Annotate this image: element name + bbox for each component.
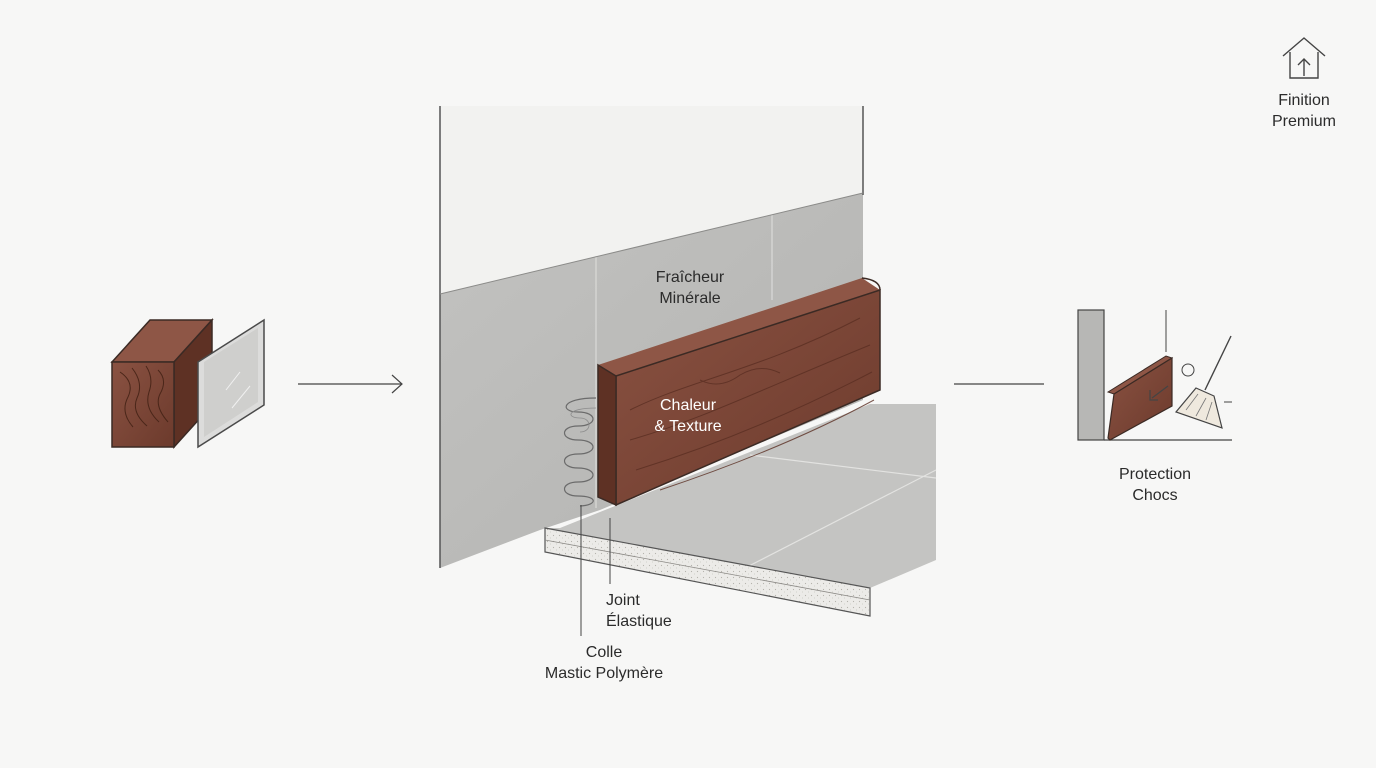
wood-label: Chaleur & Texture [654, 397, 722, 435]
mineral-label: Fraîcheur Minérale [655, 269, 725, 307]
protection-label: Protection Chocs [1118, 466, 1192, 504]
floor-tile [545, 404, 936, 588]
house-upload-icon [1282, 37, 1326, 79]
assembly-illustration [439, 106, 937, 636]
screed-layer [544, 527, 871, 617]
joint-label: Joint Élastique [606, 592, 672, 630]
wood-and-tile-samples-icon [110, 318, 265, 449]
broom-cleaning-icon [1077, 309, 1232, 441]
glue-bead [563, 397, 597, 507]
premium-label: Finition Premium [1271, 92, 1336, 130]
flow-arrow-left [298, 374, 403, 394]
baseboard-top [598, 278, 880, 376]
glue-label: Colle Mastic Polymère [544, 644, 664, 682]
